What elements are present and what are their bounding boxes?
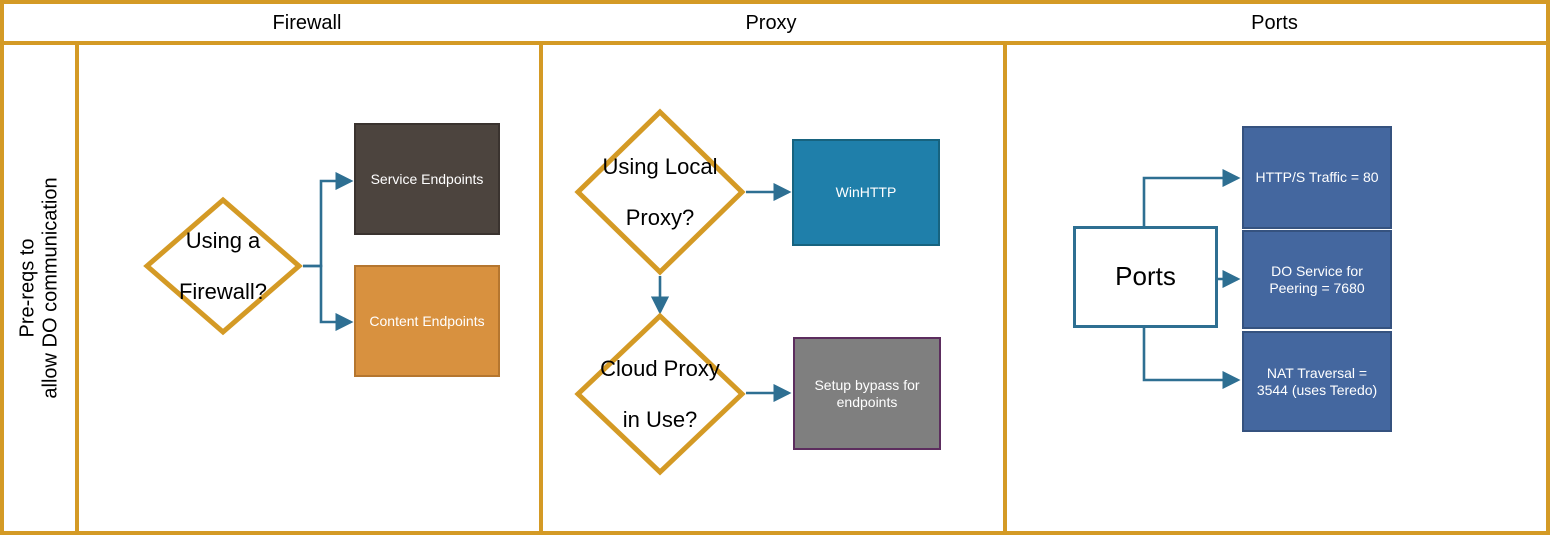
- node-http-s-traffic[interactable]: HTTP/S Traffic = 80: [1242, 126, 1392, 229]
- decision-cloud-proxy-line1: Cloud Proxy: [600, 356, 720, 382]
- frame-divider-firewall-proxy: [539, 41, 543, 535]
- node-content-endpoints[interactable]: Content Endpoints: [354, 265, 500, 377]
- node-do-service-peering[interactable]: DO Service for Peering = 7680: [1242, 230, 1392, 329]
- column-header-ports: Ports: [1251, 12, 1298, 34]
- column-header-proxy: Proxy: [745, 12, 797, 34]
- row-label-line1: Pre-reqs to: [17, 238, 40, 338]
- diamond-shape: [143, 196, 303, 336]
- node-do-service-peering-label: DO Service for Peering = 7680: [1269, 262, 1365, 296]
- node-winhttp[interactable]: WinHTTP: [792, 139, 940, 246]
- node-setup-bypass-label: Setup bypass for endpoints: [814, 376, 920, 410]
- node-ports-hub[interactable]: Ports: [1073, 226, 1218, 328]
- frame-divider-sidebar: [75, 41, 79, 535]
- decision-using-local-proxy-line1: Using Local: [602, 154, 718, 180]
- decision-cloud-proxy-line2: in Use?: [622, 406, 698, 432]
- row-label-prereqs: Pre-reqs to allow DO communication: [6, 46, 74, 530]
- node-nat-traversal[interactable]: NAT Traversal = 3544 (uses Teredo): [1242, 331, 1392, 432]
- decision-using-local-proxy[interactable]: Using Local Proxy?: [574, 108, 746, 276]
- decision-using-local-proxy-line2: Proxy?: [625, 204, 695, 230]
- node-winhttp-label: WinHTTP: [835, 184, 897, 201]
- decision-using-a-firewall[interactable]: Using a Firewall?: [143, 196, 303, 336]
- node-ports-hub-label: Ports: [1115, 261, 1176, 292]
- frame-right-border: [1546, 0, 1550, 535]
- decision-cloud-proxy-in-use[interactable]: Cloud Proxy in Use?: [574, 312, 746, 476]
- node-content-endpoints-label: Content Endpoints: [369, 312, 485, 329]
- node-nat-traversal-label: NAT Traversal = 3544 (uses Teredo): [1256, 364, 1378, 398]
- diamond-shape: [574, 108, 746, 276]
- node-service-endpoints[interactable]: Service Endpoints: [354, 123, 500, 235]
- frame-top-border: [0, 0, 1550, 4]
- frame-bottom-border: [0, 531, 1550, 535]
- node-http-s-traffic-label: HTTP/S Traffic = 80: [1255, 169, 1379, 186]
- node-service-endpoints-label: Service Endpoints: [370, 170, 484, 187]
- frame-divider-proxy-ports: [1003, 41, 1007, 535]
- diamond-shape: [574, 312, 746, 476]
- frame-header-divider: [0, 41, 1550, 45]
- column-header-firewall: Firewall: [272, 12, 342, 34]
- node-setup-bypass-for-endpoints[interactable]: Setup bypass for endpoints: [793, 337, 941, 450]
- frame-left-border: [0, 0, 4, 535]
- decision-using-a-firewall-line1: Using a: [185, 228, 261, 254]
- row-label-line2: allow DO communication: [40, 177, 63, 399]
- decision-using-a-firewall-line2: Firewall?: [178, 278, 268, 304]
